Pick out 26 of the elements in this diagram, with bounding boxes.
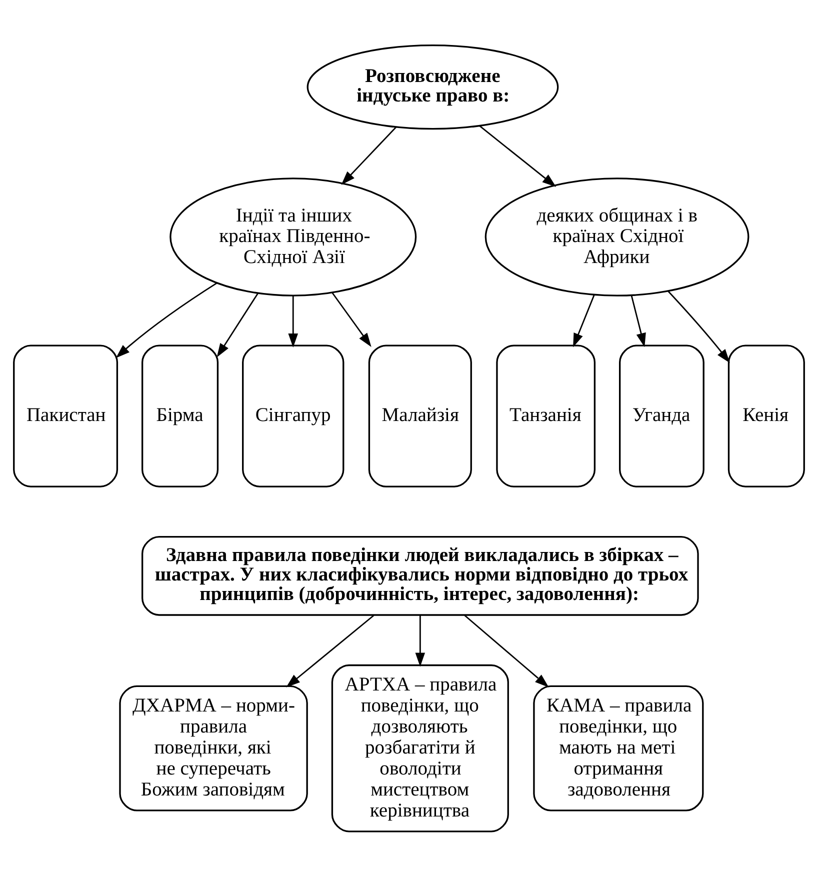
arrow <box>216 292 259 358</box>
arrow <box>332 292 372 347</box>
node-box: КАМА – правила поведінки, що мають на меті отримання задоволення <box>533 685 704 812</box>
node-ellipse: Індії та інших країнах Південно-Східної Азії <box>170 178 417 296</box>
node-box: Здавна правила поведінки людей викладались в збірках – шастрах. У них класифікувались норми відповідно до трьох принципів (доброчинність, інтерес, задоволення): <box>142 536 699 616</box>
node-box: Бірма <box>142 344 219 488</box>
node-box: Малайзія <box>368 344 472 488</box>
node-box: АРТХА – правила поведінки, що дозволяють розбагатіти й оволодіти мистецтвом керівництва <box>331 664 509 832</box>
arrow <box>116 282 218 358</box>
node-box: Сінгапур <box>242 344 344 488</box>
node-box: Уганда <box>618 344 704 488</box>
node-box: ДХАРМА – норми-правила поведінки, які не суперечать Божим заповідям <box>119 685 308 812</box>
node-box: Пакистан <box>13 344 118 488</box>
arrow <box>286 614 374 688</box>
node-ellipse: деяких общинах і в країнах Східної Африки <box>484 178 750 296</box>
arrow <box>668 290 730 364</box>
node-box: Танзанія <box>496 344 596 488</box>
arrow <box>288 296 298 348</box>
node-box: Кенія <box>728 344 805 488</box>
arrow <box>341 126 397 185</box>
arrow <box>415 615 426 667</box>
arrow <box>464 614 549 688</box>
arrow <box>630 294 646 348</box>
arrow <box>478 125 556 188</box>
node-ellipse: Розповсюджене індуське право в: <box>306 44 559 130</box>
arrow <box>573 294 595 348</box>
